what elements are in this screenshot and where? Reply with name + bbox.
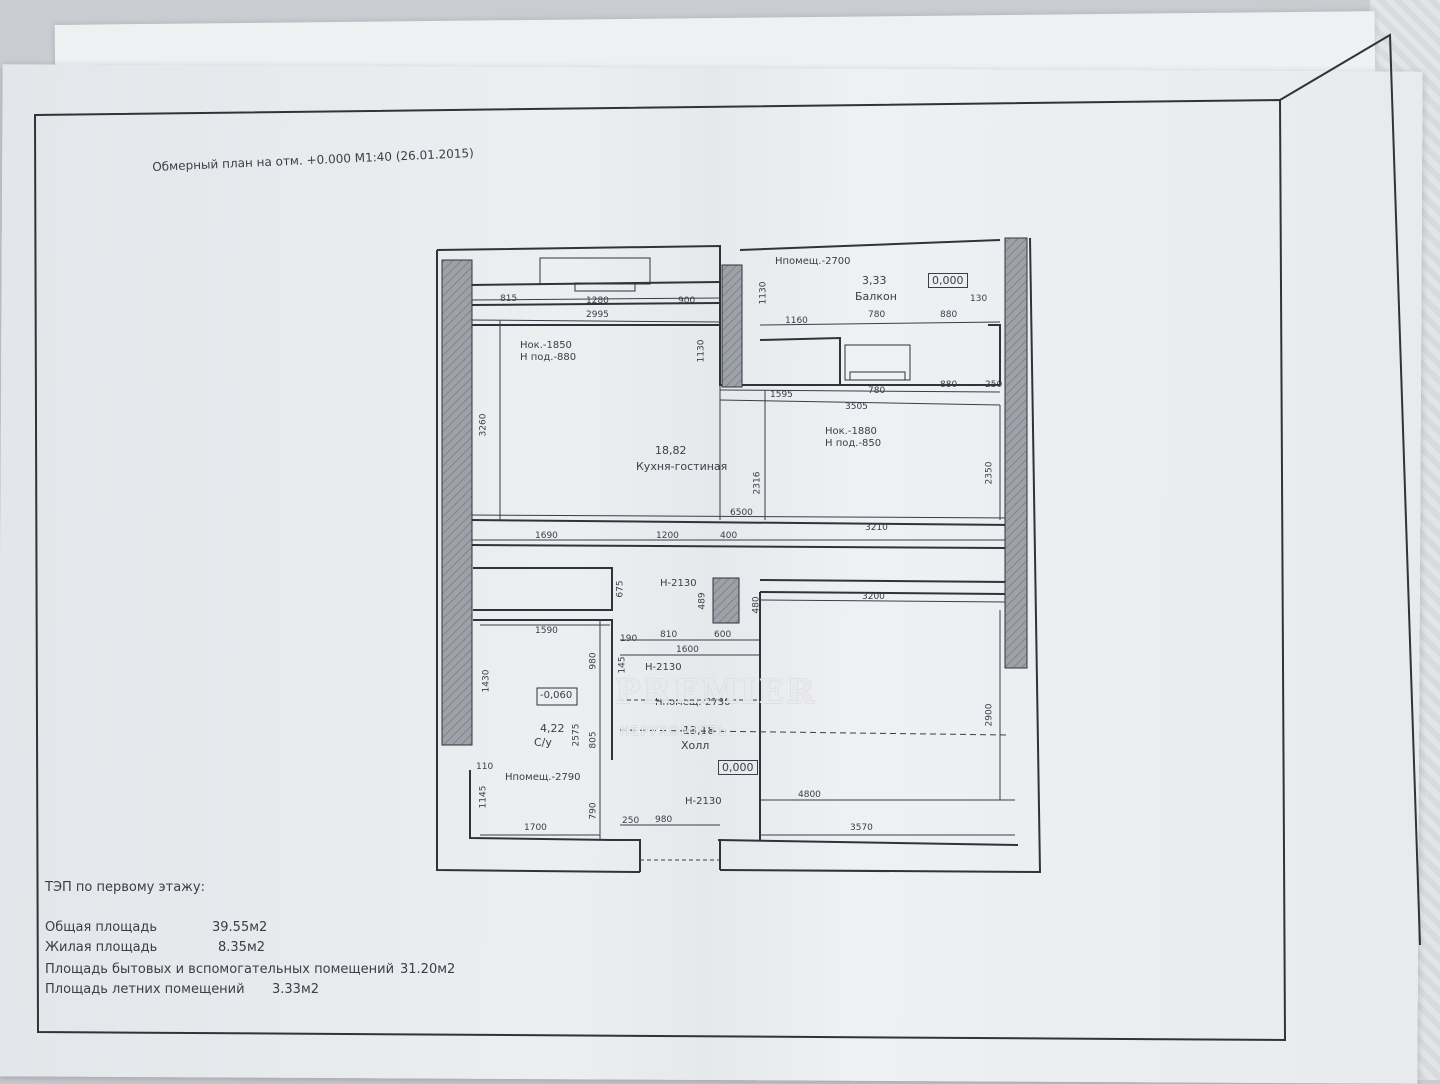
dim-6500: 6500 (730, 508, 753, 518)
dim-1280: 1280 (586, 296, 609, 306)
tep-aux-label: Площадь бытовых и вспомогательных помеще… (45, 962, 395, 977)
hall-level: 0,000 (718, 760, 758, 775)
dim-790: 790 (588, 802, 599, 820)
dim-3200: 3200 (862, 592, 885, 602)
dim-1595: 1595 (770, 390, 793, 400)
dim-4800: 4800 (798, 790, 821, 800)
dim-489: 489 (697, 592, 708, 610)
dim-980a: 980 (588, 652, 599, 670)
drawing-frame-right (1279, 33, 1421, 946)
dim-1430: 1430 (481, 669, 492, 693)
dim-780b: 780 (868, 386, 886, 396)
tep-heading: ТЭП по первому этажу: (45, 880, 205, 895)
watermark-logo: PREMIER (615, 672, 817, 712)
dim-1600: 1600 (676, 645, 699, 655)
bath-name: С/у (534, 736, 552, 749)
dim-815: 815 (500, 294, 518, 304)
note-npod1: Н под.-880 (520, 352, 577, 363)
tep-summer-label: Площадь летних помещений (45, 982, 245, 997)
bath-level: -0,060 (540, 690, 573, 701)
dim-810: 810 (660, 630, 678, 640)
tep-summer-value: 3.33м2 (272, 982, 320, 997)
note-h2: Н-2130 (645, 662, 682, 673)
dim-805: 805 (588, 731, 599, 749)
watermark-subtitle: НЕРУХОМІСТЬ (620, 724, 729, 738)
dim-675: 675 (615, 580, 626, 598)
note-npod2: Н под.-850 (825, 438, 882, 449)
dim-900: 900 (678, 296, 696, 306)
dim-2350: 2350 (984, 461, 995, 485)
note-nok1: Нок.-1850 (520, 340, 572, 351)
balcony-area: 3,33 (862, 274, 887, 287)
dim-2316: 2316 (752, 471, 763, 495)
dim-1200: 1200 (656, 531, 679, 541)
dim-880b: 880 (940, 380, 958, 390)
balcony-name: Балкон (855, 290, 897, 303)
note-nok2: Нок.-1880 (825, 426, 877, 437)
level-box-bath (536, 687, 578, 706)
hatched-wall-left (441, 259, 473, 746)
dim-880a: 880 (940, 310, 958, 320)
dim-400: 400 (720, 531, 738, 541)
dim-3570: 3570 (850, 823, 873, 833)
tep-living-label: Жилая площадь (45, 940, 158, 955)
kitchen-area: 18,82 (655, 444, 687, 457)
note-hpom-hall: Нпомещ.-2730 (655, 697, 731, 708)
sill-balcony (849, 371, 906, 381)
note-hpom-bath: Нпомещ.-2790 (505, 772, 581, 783)
dim-1590: 1590 (535, 626, 558, 636)
bath-area: 4,22 (540, 722, 565, 735)
note-hpom-balcony: Нпомещ.-2700 (775, 256, 851, 267)
tep-total-label: Общая площадь (45, 920, 158, 935)
dim-1160: 1160 (785, 316, 808, 326)
dim-980b: 980 (655, 815, 673, 825)
hall-name: Холл (681, 739, 710, 752)
hall-area: 13,18 (683, 724, 715, 737)
dim-3210: 3210 (865, 523, 888, 533)
dim-600: 600 (714, 630, 732, 640)
dim-3505: 3505 (845, 402, 868, 412)
note-h3: Н-2130 (685, 796, 722, 807)
dim-1145: 1145 (478, 785, 489, 809)
dim-250a: 250 (985, 380, 1003, 390)
sill-kitchen (574, 282, 636, 292)
balcony-level: 0,000 (928, 273, 968, 288)
dim-1130b: 1130 (696, 339, 707, 363)
hatched-column (712, 577, 740, 624)
kitchen-name: Кухня-гостиная (636, 460, 728, 473)
dim-1700: 1700 (524, 823, 547, 833)
dim-3260: 3260 (478, 413, 489, 437)
hatched-wall-mid (721, 264, 743, 388)
dim-110: 110 (476, 762, 494, 772)
tep-total-value: 39.55м2 (212, 920, 268, 935)
tep-living-value: 8.35м2 (218, 940, 266, 955)
drawing-frame-left (33, 98, 1287, 1042)
tep-aux-value: 31.20м2 (400, 962, 456, 977)
dim-250b: 250 (622, 816, 640, 826)
dim-1690: 1690 (535, 531, 558, 541)
dim-480: 480 (751, 596, 762, 614)
dim-1130a: 1130 (758, 281, 769, 305)
note-h1: Н-2130 (660, 578, 697, 589)
dim-780a: 780 (868, 310, 886, 320)
window-balcony (844, 344, 911, 381)
dim-130: 130 (970, 294, 988, 304)
hatched-wall-right (1004, 237, 1028, 669)
window-kitchen (539, 257, 651, 285)
dim-2575: 2575 (571, 723, 582, 747)
dim-2900: 2900 (984, 703, 995, 727)
dim-190: 190 (620, 634, 638, 644)
dim-2995: 2995 (586, 310, 609, 320)
